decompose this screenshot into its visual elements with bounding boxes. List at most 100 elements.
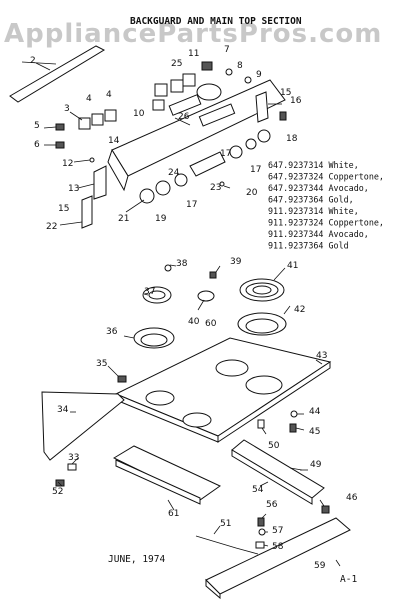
callout-34: 34 [57, 405, 69, 415]
model-number: 911.9237314 White, [268, 206, 359, 216]
callout-23: 23 [210, 183, 221, 193]
callout-5: 5 [34, 121, 40, 131]
callout-3: 3 [64, 104, 70, 114]
part-10-indicator [152, 99, 165, 111]
model-number: 647.9237314 White, [268, 160, 359, 170]
watermark: AppliancePartsPros.com [4, 19, 382, 49]
part-22-control-panel [189, 151, 226, 177]
callout-39: 39 [230, 257, 242, 267]
part-38-surface-unit-small [142, 286, 172, 304]
part-40-screw [209, 271, 217, 279]
callout-50: 50 [268, 441, 280, 451]
part-8-screw [225, 68, 233, 76]
callout-15: 15 [280, 88, 291, 98]
callout-54: 54 [252, 485, 264, 495]
part-19-knob [139, 188, 155, 204]
callout-20: 20 [246, 188, 258, 198]
part-9-screw [244, 76, 252, 84]
part-18-knob [257, 129, 271, 143]
part-54-wire [195, 535, 259, 555]
part-7-lamp [201, 61, 213, 71]
model-number: 911.9237364 Gold [268, 241, 349, 251]
part-15-bracket-right [255, 91, 269, 123]
callout-26: 26 [178, 112, 190, 122]
part-45-screw [290, 410, 298, 418]
part-17-knob-lower [155, 180, 171, 196]
callout-24: 24 [168, 168, 180, 178]
callout-4: 4 [106, 90, 112, 100]
model-number: 911.9237344 Avocado, [268, 229, 369, 239]
callout-36: 36 [106, 327, 118, 337]
callout-46: 46 [346, 493, 358, 503]
callout-61: 61 [168, 509, 179, 519]
callout-17: 17 [186, 200, 197, 210]
part-62-lift-panel [112, 445, 221, 501]
callout-37: 37 [144, 287, 155, 297]
part-6-screw [55, 141, 65, 149]
callout-57: 57 [272, 526, 283, 536]
part-41-receptacle [197, 290, 215, 302]
callout-18: 18 [286, 134, 298, 144]
part-12-screw [89, 157, 95, 163]
callout-17: 17 [250, 165, 261, 175]
callout-9: 9 [256, 70, 262, 80]
model-number: 647.9237344 Avocado, [268, 183, 369, 193]
part-13-bracket [93, 165, 107, 200]
callout-14: 14 [108, 136, 120, 146]
callout-43: 43 [316, 351, 327, 361]
part-2-trim-strip [9, 45, 106, 103]
callout-42: 42 [294, 305, 305, 315]
callout-41: 41 [287, 261, 298, 271]
model-number: 911.9237324 Coppertone, [268, 218, 384, 228]
callout-21: 21 [118, 214, 129, 224]
part-33-screw [55, 479, 65, 487]
callout-19: 19 [155, 214, 167, 224]
callout-11: 11 [188, 49, 199, 59]
part-35-side-rail [41, 391, 125, 461]
callout-45: 45 [309, 427, 320, 437]
callout-51: 51 [220, 519, 231, 529]
part-43-drip-pan-large [237, 312, 287, 336]
callout-17: 17 [220, 149, 231, 159]
callout-52: 52 [52, 487, 63, 497]
callout-4: 4 [86, 94, 92, 104]
callout-25: 25 [171, 59, 182, 69]
callout-13: 13 [68, 184, 79, 194]
callout-15: 15 [58, 204, 69, 214]
callout-44: 44 [309, 407, 321, 417]
part-36-clip [117, 375, 127, 383]
diagram-title: BACKGUARD AND MAIN TOP SECTION [130, 16, 302, 27]
callout-56: 56 [266, 500, 278, 510]
part-4-switch-upper [154, 83, 168, 97]
callout-8: 8 [237, 61, 243, 71]
callout-58: 58 [272, 542, 284, 552]
part-24-knob [174, 173, 188, 187]
callout-35: 35 [96, 359, 107, 369]
callout-12: 12 [62, 159, 73, 169]
part-17-knob-right [229, 145, 243, 159]
part-16-screw [279, 111, 287, 121]
part-5-screw [55, 123, 65, 131]
model-number-list: 647.9237314 White, 647.9237324 Coppertone… [268, 160, 384, 251]
model-number: 647.9237324 Coppertone, [268, 172, 384, 182]
callout-7: 7 [224, 45, 230, 55]
part-26-switch [170, 79, 184, 93]
part-46-clip [289, 423, 297, 433]
part-57-screw [257, 517, 265, 527]
page-label: A-1 [340, 574, 357, 585]
callout-10: 10 [133, 109, 145, 119]
callout-22: 22 [46, 222, 57, 232]
callout-59: 59 [314, 561, 326, 571]
part-58-washer [258, 528, 266, 536]
callout-38: 38 [176, 259, 188, 269]
callout-33: 33 [68, 453, 79, 463]
callout-40: 40 [188, 317, 200, 327]
part-3-switch [78, 117, 91, 130]
part-51-bracket [257, 419, 265, 429]
callout-60: 60 [205, 319, 217, 329]
callout-16: 16 [290, 96, 302, 106]
part-37-drip-pan-small [133, 327, 175, 349]
part-11-clock [196, 83, 222, 101]
